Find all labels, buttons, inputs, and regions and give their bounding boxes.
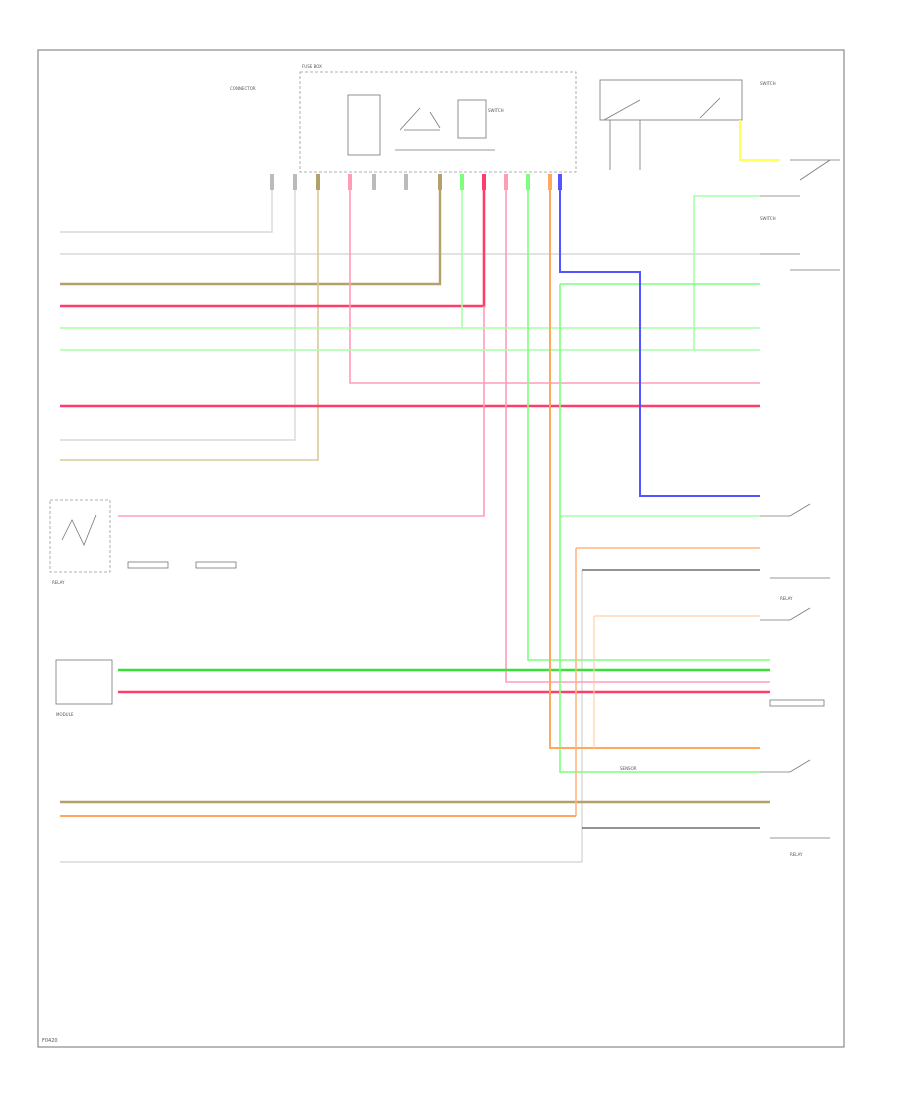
wire-gray-3 xyxy=(60,190,296,441)
top-right-switch: SWITCH xyxy=(599,79,780,170)
shift-relay-label: RELAY xyxy=(52,580,65,585)
top-switch-label: SWITCH xyxy=(488,108,504,113)
wire-orange-1 xyxy=(549,190,760,749)
body-control-module: MODULE xyxy=(55,659,113,717)
brake-relay-label: RELAY xyxy=(780,596,793,601)
body-control-label: MODULE xyxy=(56,712,74,717)
top-connector-pins xyxy=(270,174,562,190)
wire-ltgreen-5 xyxy=(693,195,760,350)
sensor-label: SENSOR xyxy=(620,766,637,771)
shift-switch-component: RELAY xyxy=(49,499,237,585)
footer-code: F0420 xyxy=(42,1038,58,1044)
wire-pink-3 xyxy=(505,190,770,683)
bottom-relay-label: RELAY xyxy=(790,852,803,857)
switch-upper-label: SWITCH xyxy=(760,81,776,86)
diagram-frame xyxy=(37,49,845,1048)
wire-orange-2 xyxy=(575,547,760,816)
wire-group xyxy=(60,190,770,863)
wire-brown-1 xyxy=(60,190,442,286)
hazard-switch-label: SWITCH xyxy=(760,216,776,221)
wire-pink-1 xyxy=(349,190,760,384)
wire-green-2 xyxy=(527,190,770,661)
wire-pink-2 xyxy=(118,306,485,517)
fuse-box-label: FUSE BOX xyxy=(302,64,322,69)
wire-blue-1 xyxy=(559,190,760,497)
wire-brown-2 xyxy=(60,190,319,461)
wire-gray-1 xyxy=(60,190,273,233)
wire-green-3 xyxy=(559,283,760,773)
right-side-components: SWITCH RELAY SENSOR RELAY xyxy=(620,159,840,857)
wire-gray-4 xyxy=(60,570,583,863)
left-connector-label: CONNECTOR xyxy=(230,86,256,91)
wire-orange-4 xyxy=(593,615,760,748)
top-junction-box: FUSE BOX SWITCH CONNECTOR xyxy=(230,64,577,173)
